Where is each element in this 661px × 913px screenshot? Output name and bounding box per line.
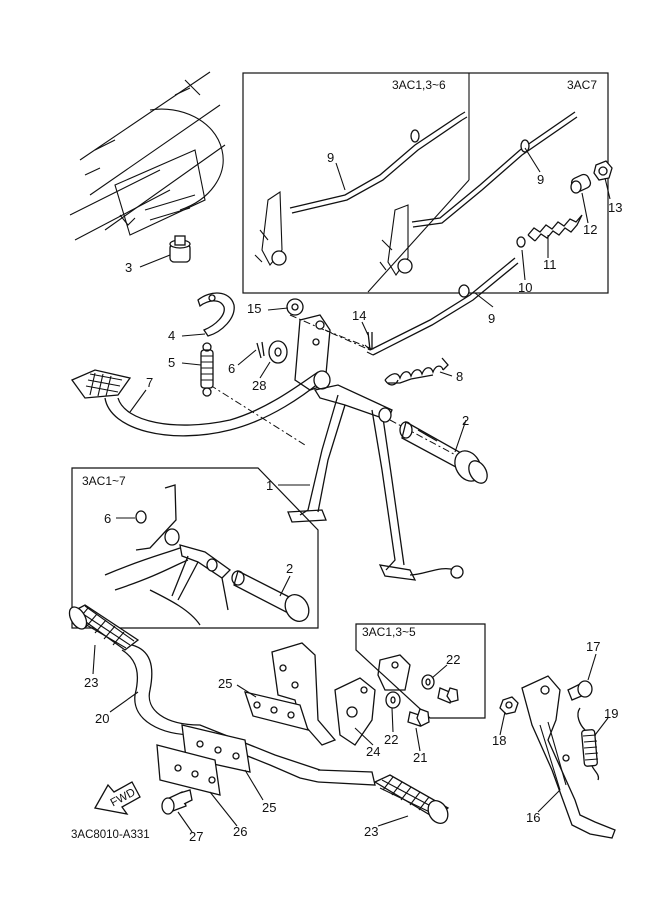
washer-10: [516, 236, 526, 248]
fwd-arrow-icon: FWD: [93, 781, 141, 815]
callout-9-box-b: 9: [537, 172, 544, 187]
brake-pedal-7: [71, 314, 331, 437]
callout-5: 5: [168, 355, 175, 370]
pin-6: [256, 341, 265, 359]
nut-18: [499, 696, 519, 715]
callout-6-inset: 6: [104, 511, 111, 526]
callout-28: 28: [252, 378, 266, 393]
plate-25-upper: [244, 691, 309, 731]
callout-23-left: 23: [84, 675, 98, 690]
callout-27: 27: [189, 829, 203, 844]
callout-11: 11: [543, 257, 557, 272]
clip-4: [197, 292, 235, 337]
variant-label-3ac1-3-6: 3AC1,3~6: [392, 78, 446, 92]
callout-23-right: 23: [364, 824, 378, 839]
leader-lines: [92, 147, 611, 833]
joint-12: [570, 173, 592, 194]
main-stand-1: [287, 370, 464, 581]
bolt-27: [161, 789, 193, 815]
variant-label-3ac1-3-5: 3AC1,3~5: [362, 625, 416, 639]
plate-25-lower: [156, 744, 221, 796]
spring-19: [577, 707, 600, 781]
bracket-inset-illustration: [377, 654, 459, 704]
shaft-2: [399, 421, 488, 484]
callout-26: 26: [233, 824, 247, 839]
footrest-rubber-23-left: [68, 604, 140, 651]
variant-label-3ac1-7: 3AC1~7: [82, 474, 126, 488]
callout-8: 8: [456, 369, 463, 384]
callout-14: 14: [352, 308, 366, 323]
washer-22: [385, 691, 401, 709]
callout-20: 20: [95, 711, 109, 726]
variant-box-bottom: [355, 623, 486, 719]
callout-22-inset: 22: [446, 652, 460, 667]
callout-21: 21: [413, 750, 427, 765]
callout-4: 4: [168, 328, 175, 343]
callout-6-top: 6: [228, 361, 235, 376]
callout-9-main: 9: [488, 311, 495, 326]
spring-11: [527, 214, 583, 242]
bracket-24: [271, 642, 376, 746]
callout-25-lower: 25: [262, 800, 276, 815]
callout-19: 19: [604, 706, 618, 721]
callout-2-inset: 2: [286, 561, 293, 576]
frame-section-illustration: [69, 71, 226, 241]
washer-15: [286, 298, 304, 316]
stand-inset-illustration: [104, 484, 310, 626]
callout-13: 13: [608, 200, 622, 215]
spring-5: [200, 342, 214, 397]
callout-18: 18: [492, 733, 506, 748]
footrest-rubber-23-right: [373, 774, 450, 824]
variant-box-middle: [71, 467, 319, 629]
callout-2-main: 2: [462, 413, 469, 428]
side-stand-16: [521, 675, 616, 839]
nut-13: [593, 160, 613, 181]
rubber-damper-part: [169, 235, 191, 263]
callout-25-upper: 25: [218, 676, 232, 691]
callout-22-main: 22: [384, 732, 398, 747]
callout-16: 16: [526, 810, 540, 825]
washer-28: [268, 340, 288, 364]
bolt-21: [407, 708, 430, 727]
callout-7: 7: [146, 375, 153, 390]
cotter-pin-14: [367, 331, 373, 351]
callout-1: 1: [266, 478, 273, 493]
callout-9-box-a: 9: [327, 150, 334, 165]
variant-label-3ac7: 3AC7: [567, 78, 597, 92]
variant-box-top: [242, 72, 609, 294]
brake-rod-variant-b: [379, 111, 578, 276]
brake-rod-variant-a: [254, 111, 468, 266]
bolt-17: [567, 680, 593, 701]
drawing-code: 3AC8010-A331: [71, 829, 150, 841]
callout-15: 15: [247, 301, 261, 316]
callout-17: 17: [586, 639, 600, 654]
callout-24: 24: [366, 744, 380, 759]
brake-rod-9: [364, 257, 519, 356]
callout-3: 3: [125, 260, 132, 275]
callout-10: 10: [518, 280, 532, 295]
callout-labels: 3 4 5 6 15 28 7 14 8 1 2 9 10 11 12 13 9…: [84, 150, 622, 844]
callout-12: 12: [583, 222, 597, 237]
return-spring-8: [384, 357, 449, 386]
